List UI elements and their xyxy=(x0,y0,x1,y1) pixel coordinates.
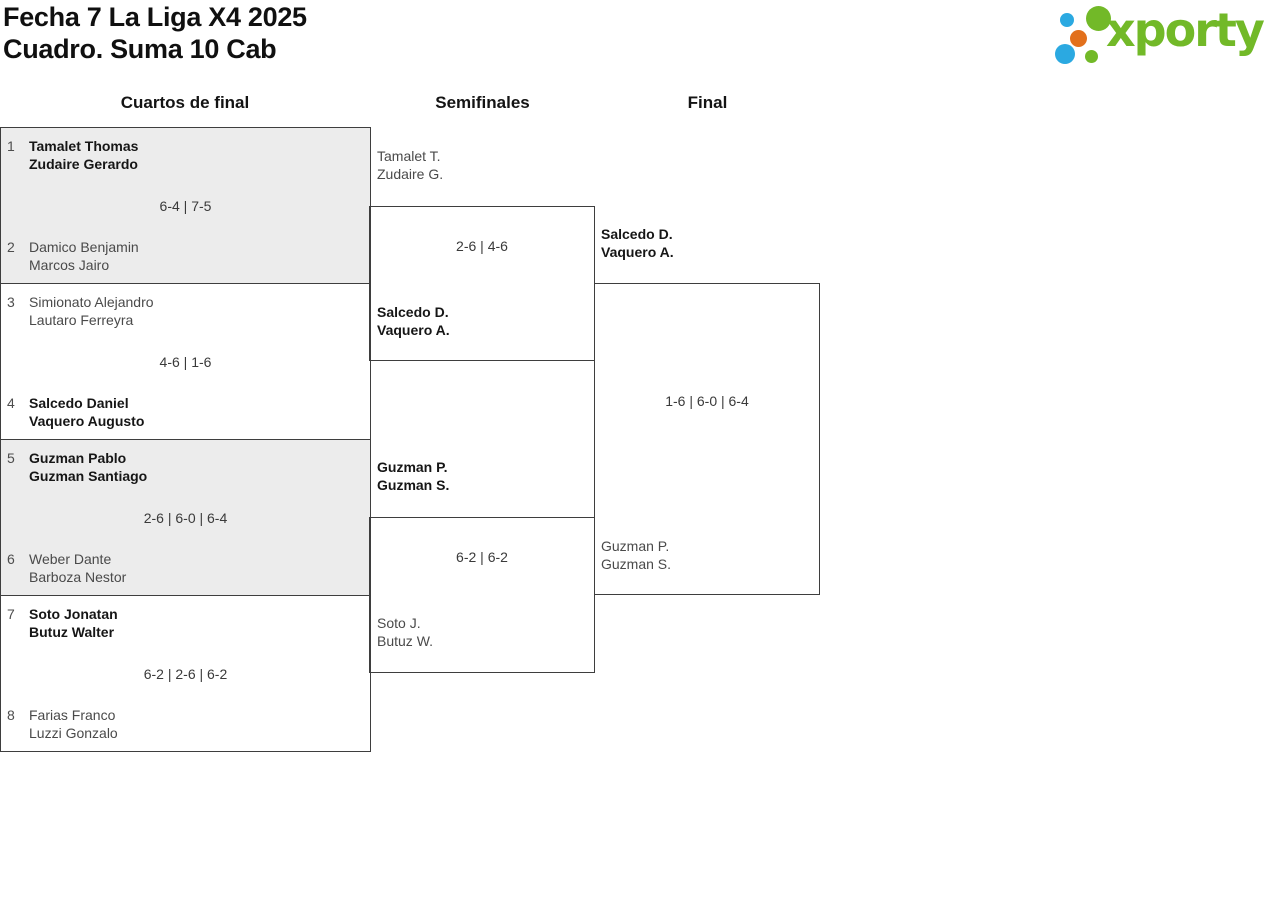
logo-dot-blue-medium-icon xyxy=(1055,44,1075,64)
round-header-quarterfinals: Cuartos de final xyxy=(120,93,250,112)
player-name: Guzman Santiago xyxy=(29,468,148,484)
sf2-top-team: Guzman P. Guzman S. xyxy=(377,458,449,494)
player-name: Guzman P. xyxy=(377,459,448,475)
team-names: Farias Franco Luzzi Gonzalo xyxy=(29,706,118,742)
logo-dot-green-large-icon xyxy=(1086,6,1111,31)
title-line-1: Fecha 7 La Liga X4 2025 xyxy=(3,2,307,32)
seed-number: 2 xyxy=(7,239,15,255)
final-bottom-team: Guzman P. Guzman S. xyxy=(601,537,671,573)
seed-number: 5 xyxy=(7,450,15,466)
player-name: Salcedo D. xyxy=(377,304,449,320)
player-name: Vaquero Augusto xyxy=(29,413,145,429)
team-names: Guzman Pablo Guzman Santiago xyxy=(29,449,147,485)
qf4-bottom-team-row: 8 Farias Franco Luzzi Gonzalo xyxy=(7,706,118,742)
match-score: 4-6 | 1-6 xyxy=(159,353,212,370)
player-name: Soto Jonatan xyxy=(29,606,118,622)
player-name: Marcos Jairo xyxy=(29,257,110,273)
team-names: Soto Jonatan Butuz Walter xyxy=(29,605,118,641)
round-header-final: Final xyxy=(687,93,728,112)
player-name: Vaquero A. xyxy=(377,322,450,338)
round-header-semifinals: Semifinales xyxy=(435,93,530,112)
team-names: Simionato Alejandro Lautaro Ferreyra xyxy=(29,293,154,329)
page-title: Fecha 7 La Liga X4 2025 Cuadro. Suma 10 … xyxy=(3,1,307,65)
player-name: Zudaire Gerardo xyxy=(29,156,138,172)
logo-wordmark: xporty xyxy=(1106,3,1265,57)
seed-number: 4 xyxy=(7,395,15,411)
player-name: Weber Dante xyxy=(29,551,112,567)
player-name: Lautaro Ferreyra xyxy=(29,312,134,328)
logo-dot-green-small-icon xyxy=(1085,50,1098,63)
player-name: Tamalet T. xyxy=(377,148,441,164)
player-name: Damico Benjamin xyxy=(29,239,139,255)
seed-number: 1 xyxy=(7,138,15,154)
player-name: Barboza Nestor xyxy=(29,569,127,585)
seed-number: 7 xyxy=(7,606,15,622)
sf2-score: 6-2 | 6-2 xyxy=(456,549,508,565)
final-score: 1-6 | 6-0 | 6-4 xyxy=(665,393,749,409)
sf1-top-team: Tamalet T. Zudaire G. xyxy=(377,147,443,183)
seed-number: 8 xyxy=(7,707,15,723)
qf2-bottom-team-row: 4 Salcedo Daniel Vaquero Augusto xyxy=(7,394,144,430)
player-name: Salcedo Daniel xyxy=(29,395,129,411)
quarterfinal-match-1: 1 Tamalet Thomas Zudaire Gerardo 6-4 | 7… xyxy=(0,127,371,284)
qf2-top-team-row: 3 Simionato Alejandro Lautaro Ferreyra xyxy=(7,293,154,329)
sf1-score: 2-6 | 4-6 xyxy=(456,238,508,254)
player-name: Luzzi Gonzalo xyxy=(29,725,118,741)
qf4-top-team-row: 7 Soto Jonatan Butuz Walter xyxy=(7,605,118,641)
team-names: Salcedo Daniel Vaquero Augusto xyxy=(29,394,144,430)
qf1-bottom-team-row: 2 Damico Benjamin Marcos Jairo xyxy=(7,238,139,274)
player-name: Guzman P. xyxy=(601,538,670,554)
team-names: Weber Dante Barboza Nestor xyxy=(29,550,126,586)
match-score: 6-4 | 7-5 xyxy=(159,197,212,214)
quarterfinal-match-2: 3 Simionato Alejandro Lautaro Ferreyra 4… xyxy=(0,283,371,440)
final-match xyxy=(594,283,820,595)
player-name: Guzman Pablo xyxy=(29,450,127,466)
player-name: Butuz W. xyxy=(377,633,434,649)
logo-dot-orange-icon xyxy=(1070,30,1087,47)
match-score: 2-6 | 6-0 | 6-4 xyxy=(143,509,228,526)
quarterfinal-match-3: 5 Guzman Pablo Guzman Santiago 2-6 | 6-0… xyxy=(0,439,371,596)
quarterfinal-match-4: 7 Soto Jonatan Butuz Walter 6-2 | 2-6 | … xyxy=(0,595,371,752)
qf3-top-team-row: 5 Guzman Pablo Guzman Santiago xyxy=(7,449,147,485)
player-name: Guzman S. xyxy=(601,556,672,572)
team-names: Tamalet Thomas Zudaire Gerardo xyxy=(29,137,138,173)
sf2-bottom-team: Soto J. Butuz W. xyxy=(377,614,433,650)
player-name: Vaquero A. xyxy=(601,244,674,260)
sf1-bottom-team: Salcedo D. Vaquero A. xyxy=(377,303,450,339)
title-line-2: Cuadro. Suma 10 Cab xyxy=(3,34,277,64)
player-name: Salcedo D. xyxy=(601,226,673,242)
player-name: Butuz Walter xyxy=(29,624,115,640)
match-score: 6-2 | 2-6 | 6-2 xyxy=(143,665,228,682)
seed-number: 3 xyxy=(7,294,15,310)
semifinal-match-2 xyxy=(369,517,595,673)
qf3-bottom-team-row: 6 Weber Dante Barboza Nestor xyxy=(7,550,126,586)
player-name: Tamalet Thomas xyxy=(29,138,139,154)
team-names: Damico Benjamin Marcos Jairo xyxy=(29,238,139,274)
player-name: Guzman S. xyxy=(377,477,450,493)
final-top-team: Salcedo D. Vaquero A. xyxy=(601,225,674,261)
player-name: Zudaire G. xyxy=(377,166,444,182)
qf1-top-team-row: 1 Tamalet Thomas Zudaire Gerardo xyxy=(7,137,138,173)
logo-dot-blue-small-icon xyxy=(1060,13,1074,27)
player-name: Simionato Alejandro xyxy=(29,294,154,310)
seed-number: 6 xyxy=(7,551,15,567)
player-name: Soto J. xyxy=(377,615,421,631)
player-name: Farias Franco xyxy=(29,707,116,723)
